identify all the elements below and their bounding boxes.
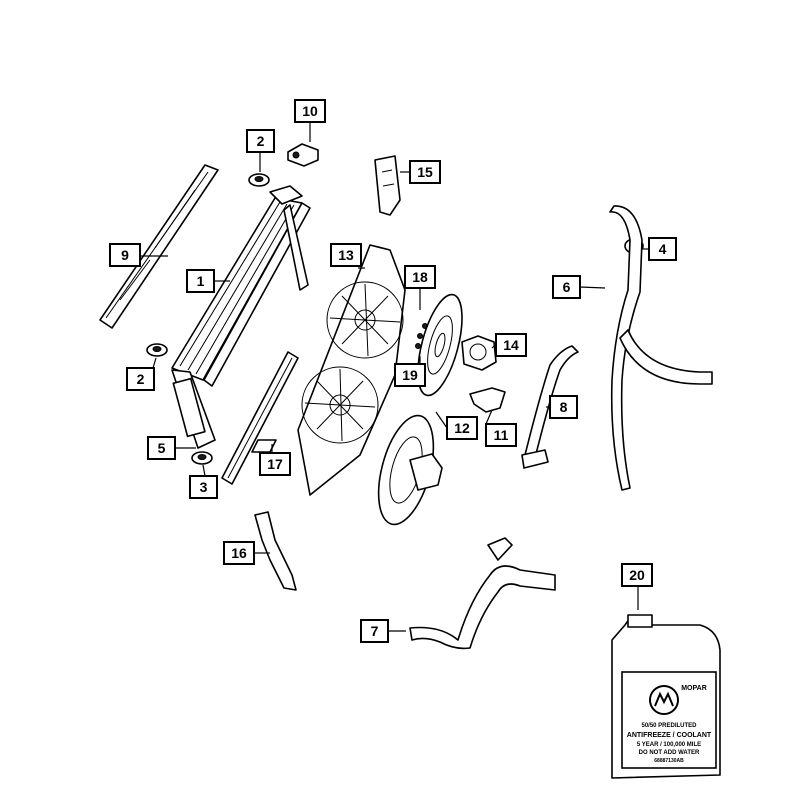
callout-14: 14 <box>495 333 527 357</box>
svg-text:9: 9 <box>121 247 129 263</box>
jug-brand: MOPAR <box>681 685 707 692</box>
callout-7: 7 <box>360 619 389 643</box>
part-connector <box>469 387 506 413</box>
callout-2-lower: 2 <box>126 367 155 391</box>
callout-3: 3 <box>189 475 218 499</box>
part-coolant-jug <box>611 614 721 779</box>
svg-text:19: 19 <box>402 367 418 383</box>
callout-16: 16 <box>223 541 255 565</box>
part-upper-hose <box>609 205 713 491</box>
part-fan-blade-upper <box>417 293 463 397</box>
part-air-seal-upper <box>99 164 219 329</box>
svg-text:17: 17 <box>267 456 283 472</box>
callout-19: 19 <box>394 363 426 387</box>
svg-text:18: 18 <box>412 269 428 285</box>
svg-text:16: 16 <box>231 545 247 561</box>
callout-17: 17 <box>259 452 291 476</box>
part-fan-shroud <box>297 244 406 496</box>
callout-18: 18 <box>404 265 436 289</box>
svg-text:5: 5 <box>158 440 166 456</box>
svg-text:13: 13 <box>338 247 354 263</box>
callout-15: 15 <box>409 160 441 184</box>
callout-13: 13 <box>330 243 362 267</box>
svg-text:15: 15 <box>417 164 433 180</box>
part-bracket-clip <box>287 143 319 167</box>
part-fan-motor <box>461 335 497 371</box>
part-small-hose <box>521 345 579 469</box>
callout-12: 12 <box>446 416 478 440</box>
svg-text:6: 6 <box>563 279 571 295</box>
part-radiator <box>171 185 311 449</box>
part-isolator-upper <box>248 173 270 187</box>
callout-10: 10 <box>294 99 326 123</box>
callout-1: 1 <box>186 269 215 293</box>
svg-text:20: 20 <box>629 567 645 583</box>
svg-text:3: 3 <box>200 479 208 495</box>
svg-text:7: 7 <box>371 623 379 639</box>
part-fan-blade-lower <box>377 414 443 526</box>
callout-2-upper: 2 <box>246 129 275 153</box>
svg-text:10: 10 <box>302 103 318 119</box>
callout-5: 5 <box>147 436 176 460</box>
svg-text:1: 1 <box>197 273 205 289</box>
jug-line-3: 5 YEAR / 100,000 MILE <box>637 742 701 748</box>
callout-4: 4 <box>648 237 677 261</box>
callout-6: 6 <box>552 275 581 299</box>
svg-text:4: 4 <box>659 241 667 257</box>
callout-9: 9 <box>109 243 141 267</box>
svg-text:12: 12 <box>454 420 470 436</box>
svg-text:14: 14 <box>503 337 519 353</box>
svg-text:8: 8 <box>560 399 568 415</box>
callout-8: 8 <box>549 395 578 419</box>
jug-line-4: DO NOT ADD WATER <box>639 750 700 756</box>
part-upper-bracket <box>374 155 401 216</box>
callout-11: 11 <box>485 423 517 447</box>
svg-text:2: 2 <box>257 133 265 149</box>
part-lower-bracket <box>254 511 297 591</box>
part-isolator-lower <box>146 343 168 357</box>
part-isolator-bottom <box>191 451 213 465</box>
svg-text:2: 2 <box>137 371 145 387</box>
svg-text:11: 11 <box>494 427 509 443</box>
leader-lines <box>140 122 649 632</box>
jug-line-1: 50/50 PREDILUTED <box>641 723 697 729</box>
part-lower-hose <box>409 537 556 650</box>
callout-20: 20 <box>621 563 653 587</box>
jug-line-2: ANTIFREEZE / COOLANT <box>627 732 712 739</box>
jug-line-5: 68887130AB <box>654 758 684 764</box>
